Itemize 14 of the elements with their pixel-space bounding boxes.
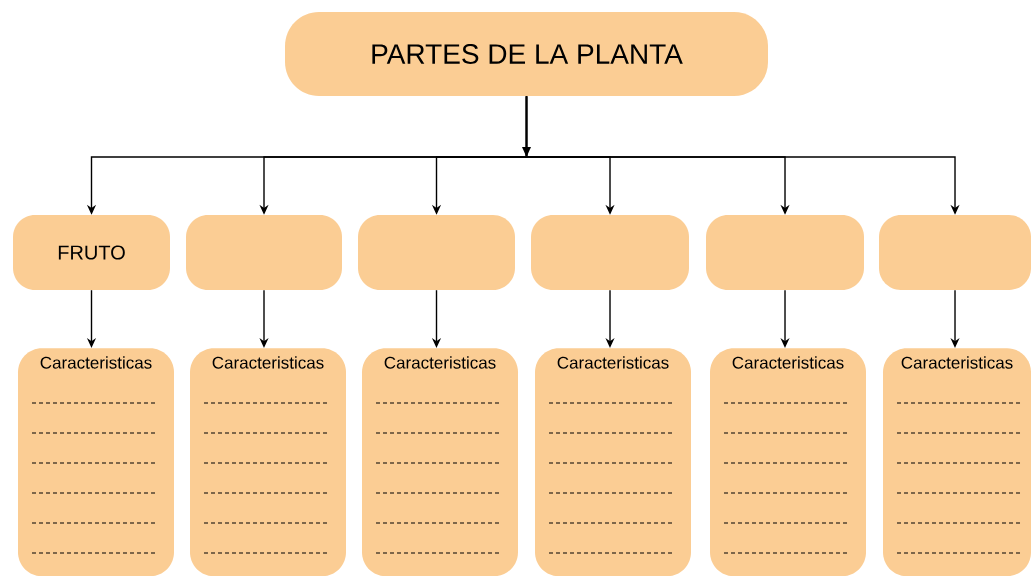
blank-box (358, 215, 515, 290)
arrow-head (522, 147, 531, 157)
blank-box (879, 215, 1031, 290)
feature-box: Caracteristicas (190, 348, 346, 576)
title-box: PARTES DE LA PLANTA (285, 12, 768, 96)
blank-box (706, 215, 864, 290)
feature-box: Caracteristicas (18, 348, 174, 576)
feature-box: Caracteristicas (710, 348, 866, 576)
feature-box: Caracteristicas (883, 348, 1031, 576)
blank-box (186, 215, 342, 290)
feature-box: Caracteristicas (535, 348, 691, 576)
part-box: FRUTO (13, 215, 170, 290)
blank-box (531, 215, 689, 290)
feature-box: Caracteristicas (362, 348, 518, 576)
